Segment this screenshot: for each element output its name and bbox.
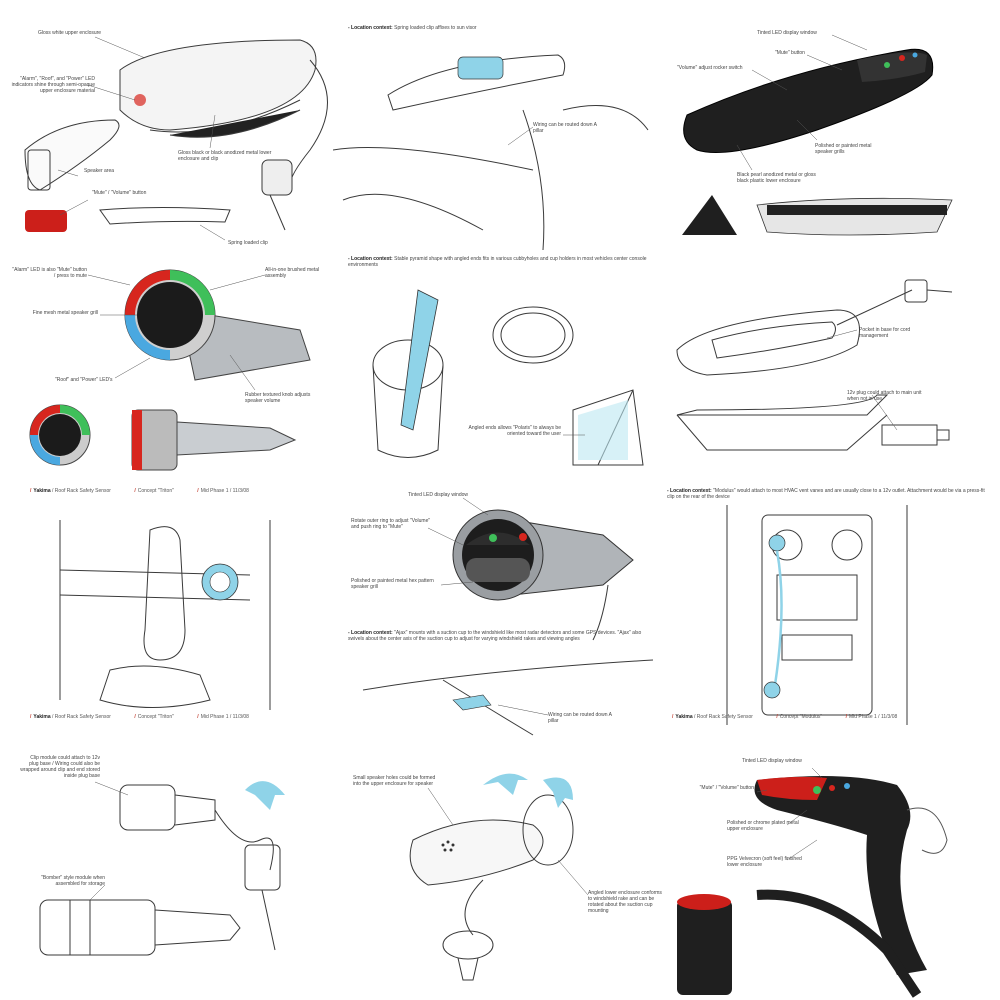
- annotation-speaker-grills: Polished or painted metal speaker grills: [815, 143, 872, 155]
- footer-product: / Roof Rack Safety Sensor: [694, 714, 753, 720]
- panel-arch-concept: Tinted LED display window "Mute" / "Volu…: [667, 750, 1000, 1000]
- console-context-sketch: [59, 520, 271, 710]
- annotation-mute-button: "Mute" button: [775, 50, 805, 56]
- annotation-roof-power-leds: "Roof" and "Power" LED's: [55, 377, 113, 383]
- annotation-ajax-window: Tinted LED display window: [408, 492, 468, 498]
- footer-phase: Mid Phase 1 / 11/3/08: [848, 714, 898, 720]
- annotation-pocket-base: Pocket in base for cord management: [859, 327, 911, 339]
- annotation-alarm-mute: "Alarm" LED is also "Mute" button / pres…: [12, 267, 87, 279]
- alarm-led-glow: [134, 94, 146, 106]
- clip-device-sketch: [24, 36, 328, 241]
- rotation-arrow: [245, 781, 285, 810]
- annotation-lower-enclosure-bar: Black pearl anodized metal or gloss blac…: [737, 172, 816, 184]
- annotation-hex-grill: Polished or painted metal hex pattern sp…: [351, 578, 434, 590]
- annotation-mute-volume: "Mute" / "Volume" button: [92, 190, 147, 196]
- visor-clip-device: [457, 56, 504, 80]
- footer-triton-1: /Yakima / Roof Rack Safety Sensor /Conce…: [30, 488, 249, 494]
- footer-phase: Mid Phase 1 / 11/3/08: [200, 714, 249, 720]
- footer-phase: Mid Phase 1 / 11/3/08: [200, 488, 249, 494]
- annotation-chrome-upper: Polished or chrome plated metal upper en…: [727, 820, 799, 832]
- annotation-angled-enclosure: Angled lower enclosure conforms to winds…: [588, 890, 662, 914]
- panel-console-context: /Yakima / Roof Rack Safety Sensor /Conce…: [0, 500, 333, 750]
- footer-product: / Roof Rack Safety Sensor: [52, 488, 111, 494]
- footer-modulus: /Yakima / Roof Rack Safety Sensor /Conce…: [672, 714, 898, 720]
- footer-concept: Concept "Triton": [137, 488, 174, 494]
- ajax-device-sketch: [362, 497, 654, 736]
- context-label: - Location context:: [667, 488, 712, 494]
- context-label: - Location context:: [348, 256, 393, 262]
- panel-polaris-context: - Location context: Stable pyramid shape…: [333, 250, 667, 500]
- panel-modulus-context: - Location context: "Modulus" would atta…: [667, 485, 1000, 750]
- context-label: - Location context:: [348, 25, 393, 31]
- annotation-brushed-metal: All-in-one brushed metal assembly: [265, 267, 320, 279]
- suction-mount-sketch: [409, 773, 589, 981]
- panel-ajax-concept: Tinted LED display window Rotate outer r…: [333, 490, 667, 750]
- panel-bomber-concept: Clip module could attach to 12v plug bas…: [0, 750, 333, 1000]
- red-button-detail: [25, 210, 67, 232]
- annotation-12v-plug: 12v plug could attach to main unit when …: [847, 390, 922, 402]
- annotation-speaker-area: Speaker area: [84, 168, 115, 174]
- panel-triton-concept: "Alarm" LED is also "Mute" button / pres…: [0, 250, 333, 500]
- panel-visor-context: - Location context: Spring loaded clip a…: [333, 0, 667, 250]
- annotation-rotate-ring: Rotate outer ring to adjust "Volume" and…: [351, 518, 431, 530]
- annotation-volume-rocker: "Volume" adjust rocker switch: [677, 65, 743, 71]
- context-text: Stable pyramid shape with angled ends fi…: [348, 256, 647, 268]
- footer-product: / Roof Rack Safety Sensor: [52, 714, 111, 720]
- rotate-arrow-left: [483, 773, 528, 795]
- annotation-arch-mute-volume: "Mute" / "Volume" button: [699, 785, 754, 791]
- footer-concept: Concept "Triton": [137, 714, 174, 720]
- annotation-tinted-window: Tinted LED display window: [757, 30, 817, 36]
- annotation-led-indicators: "Alarm", "Roof", and "Power" LED indicat…: [11, 76, 95, 94]
- annotation-arch-window: Tinted LED display window: [742, 758, 802, 764]
- annotation-clip-module: Clip module could attach to 12v plug bas…: [20, 755, 100, 779]
- panel-base-concept: Pocket in base for cord management 12v p…: [667, 250, 1000, 500]
- location-context-cupholder: - Location context: Stable pyramid shape…: [348, 256, 648, 268]
- annotation-upper-enclosure: Gloss white upper enclosure: [38, 30, 102, 36]
- annotation-lower-enclosure: Gloss black or black anodized metal lowe…: [178, 150, 272, 162]
- location-context-visor: - Location context: Spring loaded clip a…: [348, 25, 648, 31]
- footer-concept: Concept "Modulus": [779, 714, 823, 720]
- arch-device-sketch: [677, 767, 948, 998]
- panel-suction-concept: Small speaker holes could be formed into…: [333, 750, 667, 1000]
- context-text: "Modulus" would attach to most HVAC vent…: [667, 488, 985, 500]
- annotation-velvecron-lower: PPG Velvecron (soft feel) finished lower…: [727, 856, 802, 868]
- context-label: - Location context:: [348, 630, 393, 636]
- annotation-bomber-module: "Bomber" style module when assembled for…: [41, 875, 105, 887]
- annotation-mesh-grill: Fine mesh metal speaker grill: [32, 310, 98, 316]
- location-context-hvac: - Location context: "Modulus" would atta…: [667, 488, 987, 500]
- base-pocket-sketch: [676, 279, 953, 451]
- annotation-angled-ends: Angled ends allows "Polaris" to always b…: [468, 425, 562, 437]
- rotate-arrow-right: [543, 777, 573, 808]
- footer-brand: Yakima: [33, 714, 51, 720]
- hvac-context-sketch: [726, 505, 908, 725]
- context-text: "Ajax" mounts with a suction cup to the …: [348, 630, 642, 642]
- panel-bar-concept: Tinted LED display window "Mute" button …: [667, 0, 1000, 250]
- bomber-module-sketch: [39, 781, 285, 956]
- bar-device-sketch: [682, 34, 953, 236]
- footer-triton-2: /Yakima / Roof Rack Safety Sensor /Conce…: [30, 714, 249, 720]
- cupholder-context-sketch: [372, 289, 644, 466]
- visor-context-sketch: [333, 54, 649, 250]
- panel-clip-concept: Gloss white upper enclosure "Alarm", "Ro…: [0, 0, 333, 250]
- annotation-speaker-holes: Small speaker holes could be formed into…: [353, 775, 436, 787]
- annotation-wiring-a-pillar: Wiring can be routed down A pillar: [533, 122, 597, 134]
- annotation-spring-clip: Spring loaded clip: [228, 240, 268, 246]
- footer-brand: Yakima: [675, 714, 693, 720]
- context-text: Spring loaded clip affixes to sun visor: [394, 25, 477, 31]
- modulus-vent-mount: [768, 534, 786, 552]
- triton-knob-sketch: [29, 269, 311, 471]
- location-context-windshield: - Location context: "Ajax" mounts with a…: [348, 630, 648, 642]
- annotation-wiring-a-pillar-ajax: Wiring can be routed down A pillar: [548, 712, 612, 724]
- annotation-rubber-knob: Rubber textured knob adjusts speaker vol…: [245, 392, 311, 404]
- footer-brand: Yakima: [33, 488, 51, 494]
